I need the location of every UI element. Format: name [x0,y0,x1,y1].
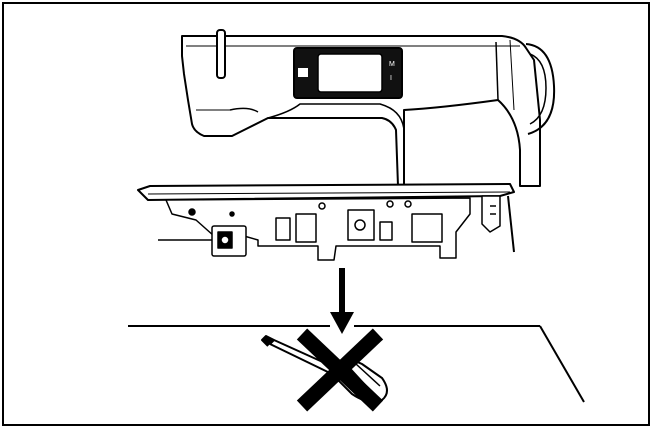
panel-symbol-m: M [389,61,395,68]
down-arrow-icon [330,268,354,334]
panel-symbol-i: I [390,75,392,82]
floor-line [128,325,585,403]
lcd-screen [317,53,383,93]
panel-logo [298,68,308,77]
control-panel: M I [293,47,403,99]
handwheel [525,43,556,135]
sewing-machine [181,29,556,187]
table-top [137,183,515,201]
prohibition-x-icon [296,328,384,412]
thread-guide [216,29,226,79]
under-table-mechanism [158,195,515,261]
